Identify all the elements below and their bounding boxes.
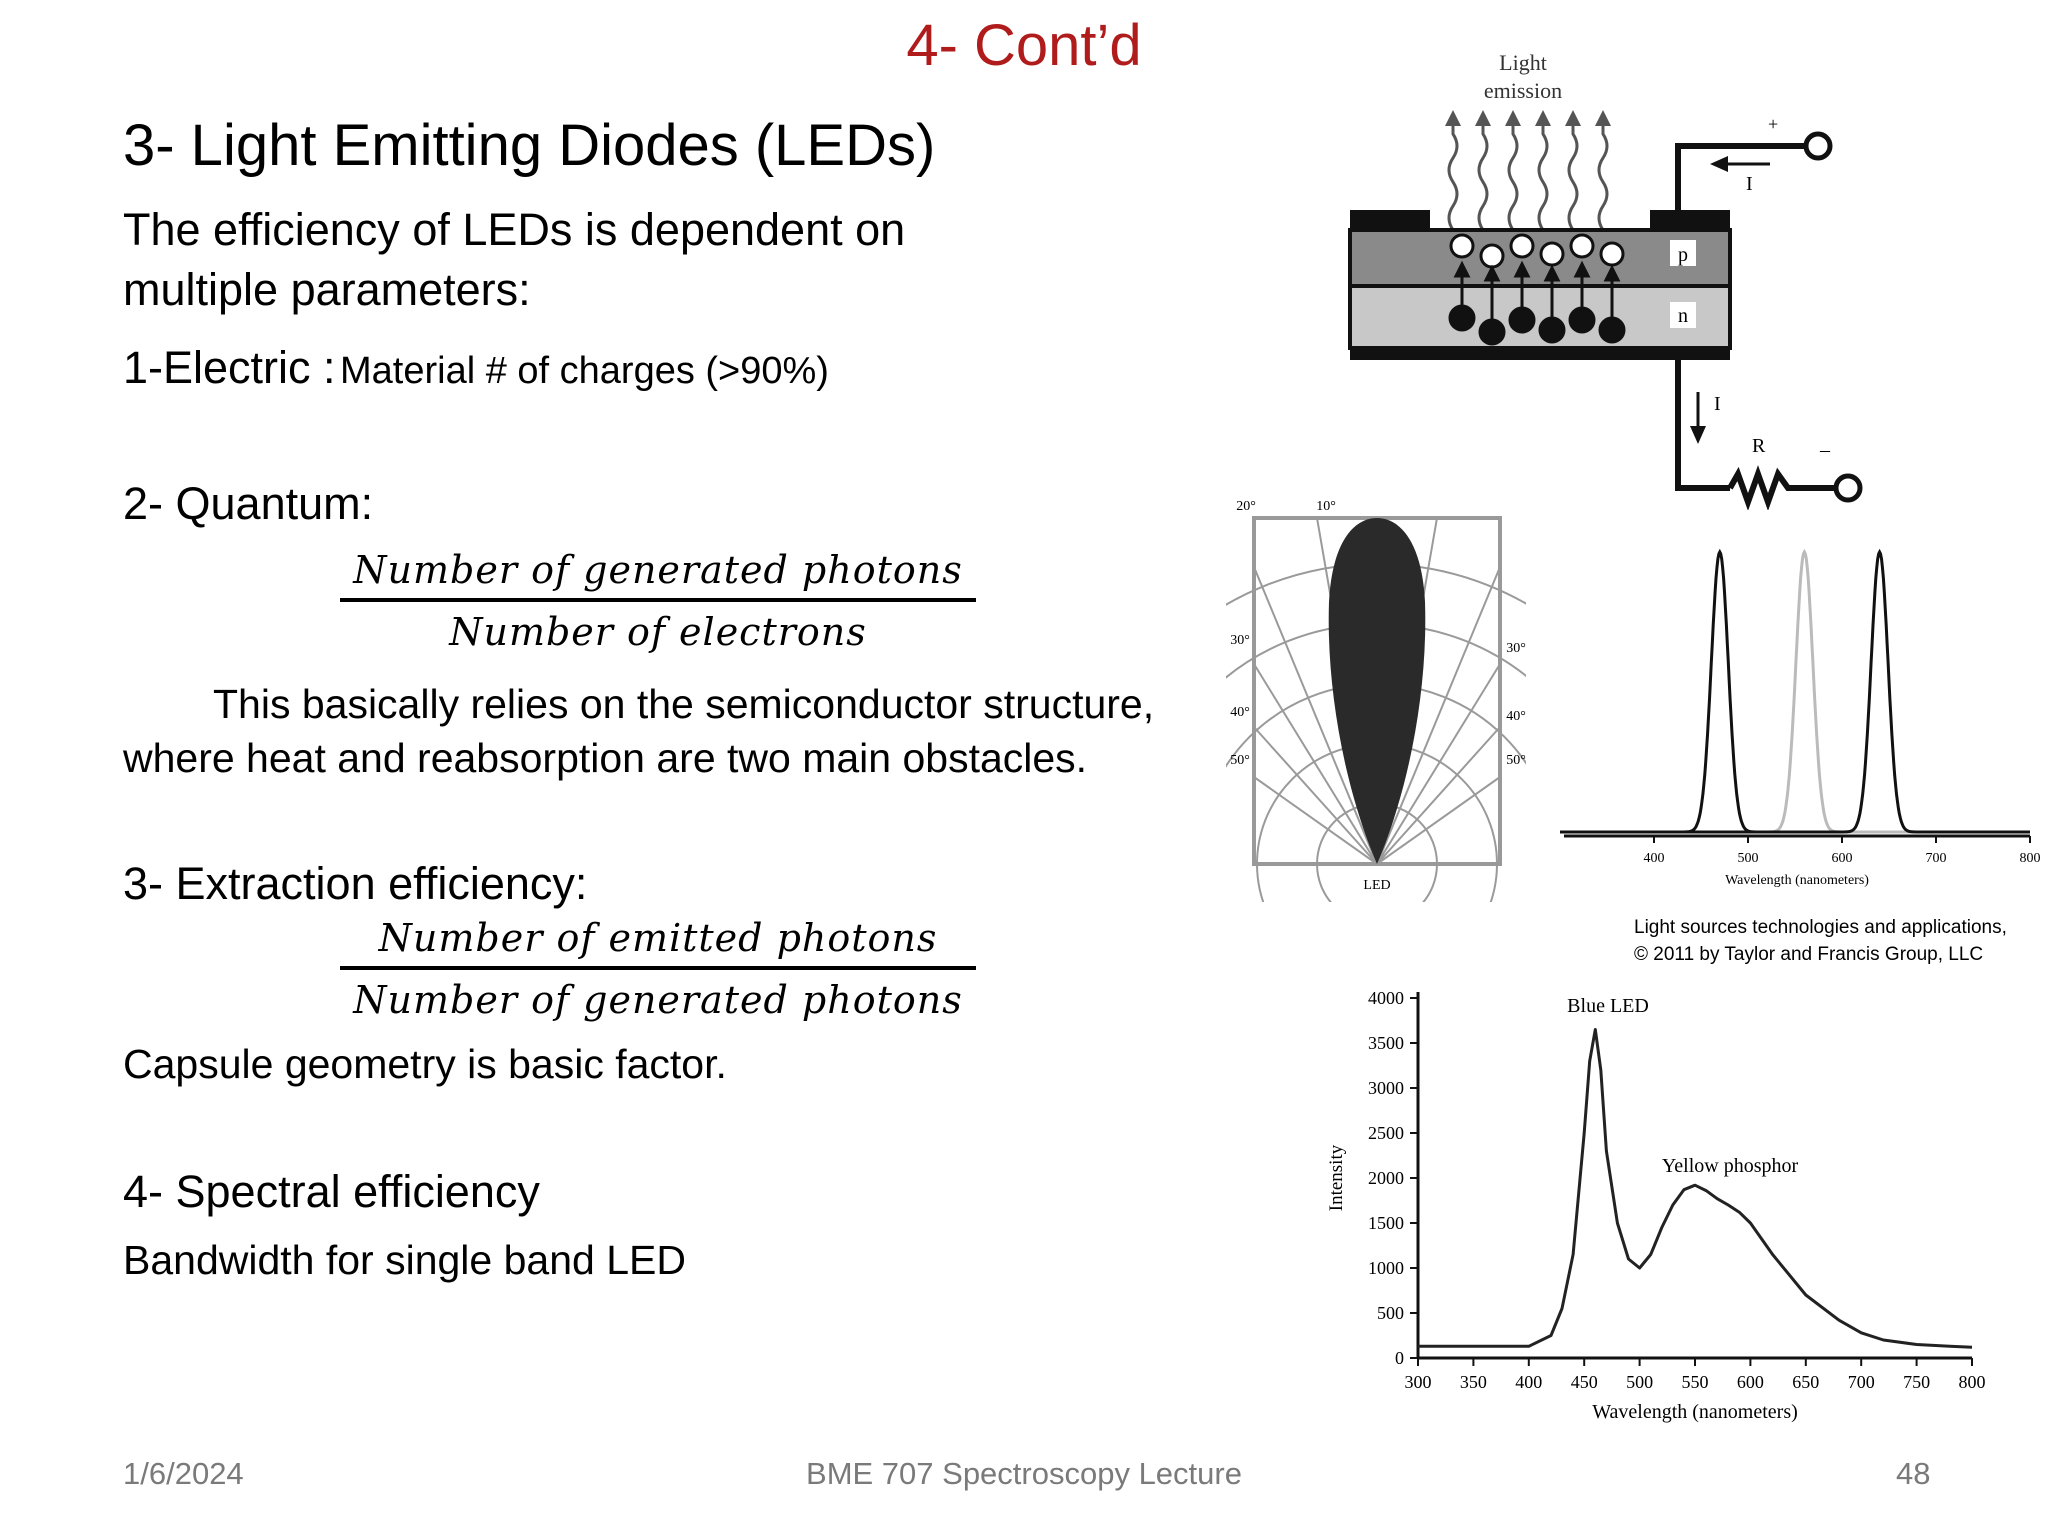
angle-50-right-label: 50°	[1506, 753, 1526, 768]
white-x-tick-label: 750	[1903, 1372, 1930, 1392]
quantum-fraction: Number of generated photons Number of el…	[340, 548, 976, 654]
parameter-spectral-text: Bandwidth for single band LED	[123, 1237, 686, 1283]
positive-terminal	[1803, 131, 1833, 161]
quantum-note-line-1: This basically relies on the semiconduct…	[213, 681, 1155, 727]
parameter-extraction-label: 3- Extraction efficiency:	[123, 858, 588, 909]
rgb-x-tick-label: 600	[1832, 851, 1853, 866]
light-emission-label-2: emission	[1484, 78, 1562, 103]
white-y-tick-label: 1000	[1368, 1258, 1404, 1278]
extraction-fraction-bar	[340, 966, 976, 970]
credit-line-1: Light sources technologies and applicati…	[1634, 917, 2007, 938]
angle-50-left-label: 50°	[1230, 753, 1250, 768]
angle-40-right-label: 40°	[1506, 709, 1526, 724]
extraction-numerator: Number of emitted photons	[378, 916, 938, 960]
section-heading: 3- Light Emitting Diodes (LEDs)	[123, 113, 936, 178]
white-y-tick-label: 3000	[1368, 1078, 1404, 1098]
footer-course: BME 707 Spectroscopy Lecture	[806, 1456, 1242, 1491]
circuit-wires	[1675, 143, 1835, 510]
p-layer	[1348, 228, 1732, 288]
white-led-spectrum-chart: 300 350 400 450 500 550 600 650 700 750 800 0 500 100…	[1326, 988, 1986, 1423]
current-label-top: I	[1746, 173, 1753, 195]
emission-arrows	[1447, 126, 1609, 231]
white-x-axis-label: Wavelength (nanometers)	[1592, 1401, 1798, 1423]
radiation-pattern-polar-plot: 20° 10° 30° 40° 50° 30° 40° 50° LED	[1226, 499, 1526, 902]
yellow-phosphor-annotation: Yellow phosphor	[1662, 1155, 1799, 1177]
led-center-label: LED	[1363, 878, 1390, 893]
rgb-series-line	[1560, 548, 2030, 834]
credit-line-2: © 2011 by Taylor and Francis Group, LLC	[1634, 944, 1984, 965]
angle-20-label: 20°	[1236, 499, 1256, 514]
electrons	[1448, 260, 1626, 346]
white-x-tick-label: 300	[1405, 1372, 1432, 1392]
quantum-denominator: Number of electrons	[449, 610, 867, 654]
rgb-series-line	[1560, 548, 2030, 834]
parameter-electric-text: Material # of charges (>90%)	[340, 350, 829, 392]
intro-line-1: The efficiency of LEDs is dependent on	[123, 204, 906, 255]
radiation-lobe	[1328, 518, 1426, 864]
slide-title: 4- Cont’d	[906, 13, 1142, 78]
extraction-fraction: Number of emitted photons Number of gene…	[340, 916, 976, 1022]
rgb-x-tick-label: 800	[2020, 851, 2041, 866]
angle-40-left-label: 40°	[1230, 705, 1250, 720]
white-x-tick-label: 350	[1460, 1372, 1487, 1392]
white-x-tick-label: 600	[1737, 1372, 1764, 1392]
footer-page-number: 48	[1896, 1456, 1931, 1491]
white-y-tick-label: 1500	[1368, 1213, 1404, 1233]
white-y-tick-label: 2500	[1368, 1123, 1404, 1143]
white-x-tick-label: 650	[1792, 1372, 1819, 1392]
white-x-tick-label: 550	[1682, 1372, 1709, 1392]
angle-10-label: 10°	[1316, 499, 1336, 514]
rgb-spectrum-chart: 400 500 600 700 800 Wavelength (nanometers)	[1560, 548, 2041, 888]
white-x-tick-label: 450	[1571, 1372, 1598, 1392]
extraction-denominator: Number of generated photons	[353, 978, 963, 1022]
white-x-tick-label: 400	[1515, 1372, 1542, 1392]
angle-30-left-label: 30°	[1230, 633, 1250, 648]
quantum-numerator: Number of generated photons	[353, 548, 963, 592]
parameter-spectral-label: 4- Spectral efficiency	[123, 1166, 540, 1217]
light-emission-label-1: Light	[1499, 50, 1547, 75]
parameter-quantum-label: 2- Quantum:	[123, 478, 374, 529]
footer-date: 1/6/2024	[123, 1456, 244, 1491]
white-x-tick-label: 700	[1848, 1372, 1875, 1392]
rgb-x-tick-label: 400	[1644, 851, 1665, 866]
quantum-fraction-bar	[340, 598, 976, 602]
white-y-tick-label: 2000	[1368, 1168, 1404, 1188]
white-y-tick-label: 4000	[1368, 988, 1404, 1008]
white-spectrum-line	[1418, 1028, 1973, 1349]
n-layer	[1348, 284, 1732, 350]
quantum-note-line-2: where heat and reabsorption are two main…	[123, 735, 1088, 781]
rgb-x-axis-label: Wavelength (nanometers)	[1725, 873, 1869, 888]
white-y-tick-label: 0	[1395, 1348, 1404, 1368]
parameter-electric-label: 1-Electric :	[123, 342, 336, 393]
image-credit: Light sources technologies and applicati…	[1634, 914, 2048, 968]
white-x-tick-label: 500	[1626, 1372, 1653, 1392]
white-y-tick-label: 500	[1377, 1303, 1404, 1323]
white-y-tick-label: 3500	[1368, 1033, 1404, 1053]
white-x-tick-label: 800	[1959, 1372, 1986, 1392]
extraction-note: Capsule geometry is basic factor.	[123, 1041, 727, 1087]
minus-label: –	[1819, 439, 1831, 461]
blue-led-annotation: Blue LED	[1567, 995, 1649, 1017]
angle-30-right-label: 30°	[1506, 641, 1526, 656]
parameter-electric: 1-Electric : Material # of charges (>90%…	[123, 338, 829, 398]
rgb-x-tick-label: 500	[1738, 851, 1759, 866]
rgb-x-tick-label: 700	[1926, 851, 1947, 866]
n-label: n	[1678, 305, 1688, 327]
p-label: p	[1678, 244, 1688, 266]
current-label-bottom: I	[1714, 393, 1721, 415]
negative-terminal	[1833, 473, 1863, 503]
plus-label: +	[1768, 114, 1778, 134]
intro-line-2: multiple parameters:	[123, 264, 531, 315]
white-y-axis-label: Intensity	[1326, 1144, 1347, 1211]
resistor-label: R	[1752, 435, 1766, 457]
led-structure-diagram: Light emission p n	[1348, 50, 1863, 510]
holes	[1449, 233, 1625, 269]
